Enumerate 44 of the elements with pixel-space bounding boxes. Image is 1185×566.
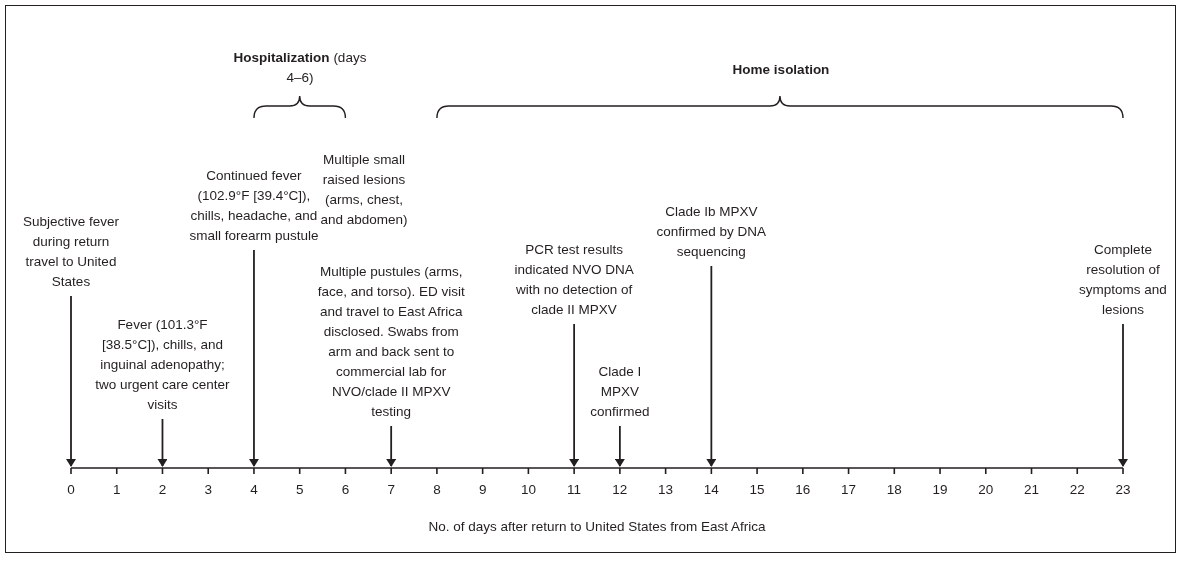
arrow — [386, 425, 397, 467]
event-text: PCR test results indicated NVO DNA with no detection of clade II MPXV — [506, 240, 642, 320]
tick-label: 12 — [612, 481, 628, 499]
tick-label: 15 — [749, 481, 765, 499]
arrow — [706, 265, 717, 467]
tick-label: 10 — [520, 481, 536, 499]
tick-label: 2 — [158, 481, 167, 499]
arrow — [157, 418, 168, 467]
event-text: Continued fever (102.9°F [39.4°C]), chills, headache, and small forearm pustule — [186, 166, 322, 246]
arrow — [569, 323, 580, 467]
tick-label: 20 — [978, 481, 994, 499]
tick-label: 13 — [658, 481, 674, 499]
tick-label: 23 — [1115, 481, 1131, 499]
tick-label: 21 — [1024, 481, 1040, 499]
arrow — [248, 249, 259, 467]
tick-label: 11 — [567, 481, 582, 499]
arrow — [1118, 323, 1128, 467]
tick-label: 18 — [886, 481, 902, 499]
event-text: Fever (101.3°F [38.5°C]), chills, and inguinal adenopathy; two urgent care center visits — [92, 315, 233, 415]
period-label: Home isolation — [731, 61, 831, 79]
tick-label: 16 — [795, 481, 811, 499]
period-label: Hospitalization (days 4–6) — [232, 49, 368, 87]
tick-label: 5 — [295, 481, 304, 499]
tick-label: 7 — [387, 481, 395, 499]
arrow — [614, 425, 625, 467]
tick-label: 22 — [1069, 481, 1085, 499]
tick-label: 4 — [250, 481, 258, 499]
tick-label: 1 — [113, 481, 121, 499]
tick-label: 14 — [703, 481, 719, 499]
tick-label: 6 — [341, 481, 350, 499]
tick-label: 3 — [204, 481, 212, 499]
tick-label: 8 — [433, 481, 441, 499]
event-text: Subjective fever during return travel to United States — [21, 212, 121, 292]
event-text: Multiple pustules (arms, face, and torso). ED visit and travel to East Africa disclosed. Swabs from arm and back sent to commercial lab for NVO/clade II MPXV testing — [313, 262, 469, 422]
event-text: Complete resolution of symptoms and lesions — [1078, 240, 1168, 320]
event-text: Multiple small raised lesions (arms, chest, and abdomen) — [319, 151, 409, 229]
tick-label: 9 — [478, 481, 487, 499]
arrow — [66, 295, 76, 467]
axis-title: No. of days after return to United States from East Africa — [427, 518, 767, 536]
event-text: Clade Ib MPXV confirmed by DNA sequencing — [652, 202, 771, 262]
tick-label: 19 — [932, 481, 948, 499]
event-text: Clade I MPXV confirmed — [584, 362, 655, 422]
tick-label: 17 — [841, 481, 857, 499]
tick-label: 0 — [67, 481, 75, 499]
